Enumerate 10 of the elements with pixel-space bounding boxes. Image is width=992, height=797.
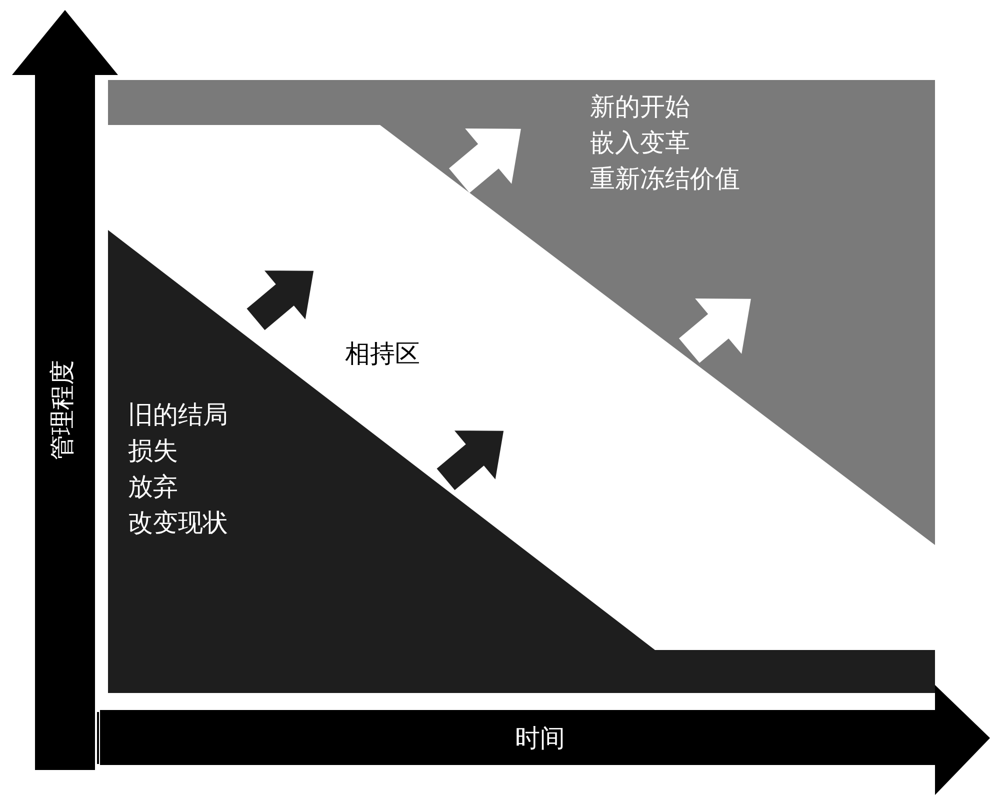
region-text: 新的开始 xyxy=(590,91,690,123)
axis-label: 时间 xyxy=(515,722,565,754)
axis-label: 管理程度 xyxy=(46,360,78,460)
region-text: 放弃 xyxy=(128,471,178,503)
region-text: 嵌入变革 xyxy=(590,127,690,159)
region-text: 旧的结局 xyxy=(128,399,228,431)
region-text: 损失 xyxy=(128,435,178,467)
region-text: 改变现状 xyxy=(128,507,228,539)
region-text: 重新冻结价值 xyxy=(590,163,740,195)
zone-label: 相持区 xyxy=(345,338,420,370)
